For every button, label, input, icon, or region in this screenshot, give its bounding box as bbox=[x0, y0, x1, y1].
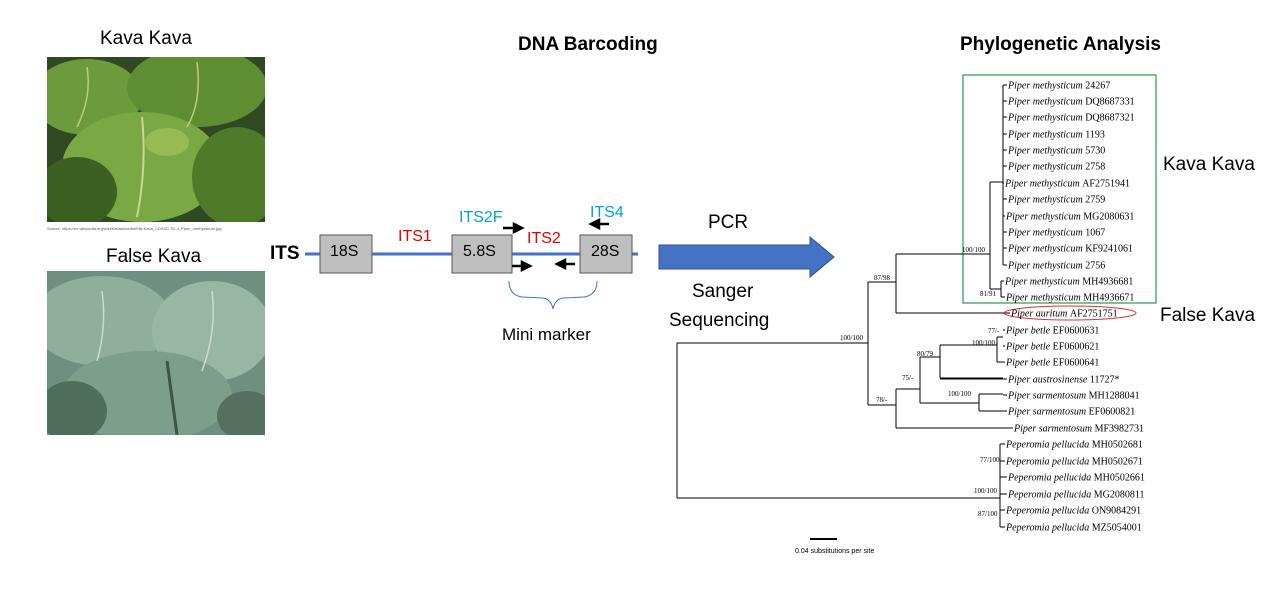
taxon-label: Peperomia pellucida MH0502681 bbox=[1005, 440, 1143, 451]
taxon-label: Piper betle EF0600641 bbox=[1005, 358, 1099, 369]
support-kava-sub: 81/91 bbox=[980, 290, 996, 298]
region-its2-label: ITS2 bbox=[527, 230, 561, 247]
region-18s-box bbox=[319, 234, 373, 274]
pcr-arrow bbox=[658, 236, 835, 279]
taxon-label: Piper methysticum 2758 bbox=[1007, 162, 1105, 173]
support-sarm-pair: 100/100 bbox=[948, 390, 971, 398]
taxon-label: Peperomia pellucida MG2080811 bbox=[1007, 490, 1144, 501]
kava-clade-box bbox=[962, 74, 1157, 304]
taxon-label: Peperomia pellucida MH0502671 bbox=[1005, 457, 1143, 468]
support-betle-top: 77/- bbox=[988, 327, 1000, 335]
taxon-label: Piper methysticum 1067 bbox=[1007, 228, 1105, 239]
support-pep-b: 100/100 bbox=[974, 487, 997, 495]
support-values: 100/100 87/98 100/100 81/91 78/- 75/- 80… bbox=[840, 246, 1000, 518]
kava-kava-photo bbox=[47, 57, 265, 222]
false-kava-title: False Kava bbox=[106, 246, 202, 267]
region-58s-box bbox=[451, 234, 513, 274]
taxon-label: Piper methysticum 5730 bbox=[1007, 146, 1105, 157]
taxon-label: Piper methysticum 1193 bbox=[1007, 130, 1105, 141]
taxon-label: Piper methysticum DQ8687321 bbox=[1007, 113, 1135, 124]
taxon-label: Piper methysticum 24267 bbox=[1007, 81, 1110, 92]
sanger-label-line1: Sanger bbox=[692, 281, 754, 302]
kava-kava-title: Kava Kava bbox=[100, 28, 192, 49]
scale-label: 0.04 substitutions per site bbox=[795, 548, 874, 555]
tree-branches bbox=[676, 84, 1013, 528]
taxon-label: Piper betle EF0600621 bbox=[1005, 342, 1099, 353]
support-pep-c: 87/100 bbox=[978, 510, 998, 518]
taxon-label: Piper sarmentosum MH1288041 bbox=[1007, 391, 1140, 402]
taxon-label: Peperomia pellucida MZ5054001 bbox=[1005, 523, 1142, 534]
photo-source-caption: Source: https://en.wikipedia.org/wiki/Ka… bbox=[47, 226, 222, 231]
its-diagram bbox=[305, 217, 638, 310]
kava-kava-clade-label: Kava Kava bbox=[1163, 154, 1255, 175]
support-root: 100/100 bbox=[840, 334, 863, 342]
taxon-label: Piper methysticum MG2080631 bbox=[1005, 212, 1134, 223]
support-betle-pair: 100/100 bbox=[972, 339, 995, 347]
taxon-label: Peperomia pellucida ON9084291 bbox=[1005, 506, 1141, 517]
taxon-label: Piper methysticum MH4936681 bbox=[1004, 277, 1133, 288]
primer-its2f-label: ITS2F bbox=[459, 209, 503, 226]
mini-marker-brace bbox=[508, 280, 598, 310]
mini-marker-label: Mini marker bbox=[502, 325, 591, 344]
region-28s-label: 28S bbox=[591, 243, 620, 260]
sanger-label-line2: Sequencing bbox=[669, 310, 770, 331]
region-its1-label: ITS1 bbox=[398, 228, 432, 245]
support-pep-a: 77/100 bbox=[980, 456, 1000, 464]
phylogenetic-analysis-title: Phylogenetic Analysis bbox=[960, 34, 1161, 55]
region-28s-box bbox=[579, 234, 633, 274]
support-betle-sarm: 75/- bbox=[902, 374, 914, 382]
support-kava-clade: 100/100 bbox=[962, 246, 985, 254]
taxon-label: Piper austrosinense 11727* bbox=[1007, 375, 1120, 386]
taxon-label: Piper auritum AF2751751 bbox=[1010, 309, 1118, 320]
pcr-label: PCR bbox=[708, 212, 749, 233]
region-58s-label: 5.8S bbox=[463, 243, 496, 260]
auritum-highlight-oval bbox=[1003, 305, 1137, 321]
taxon-label: Piper methysticum DQ8687331 bbox=[1007, 97, 1135, 108]
support-betle-aus: 80/79 bbox=[917, 350, 933, 358]
support-piper-auritum: 87/98 bbox=[874, 274, 890, 282]
false-kava-photo bbox=[47, 271, 265, 435]
dna-barcoding-title: DNA Barcoding bbox=[518, 34, 658, 55]
taxon-label: Peperomia pellucida MH0502661 bbox=[1007, 473, 1145, 484]
taxon-label: Piper methysticum AF2751941 bbox=[1004, 179, 1130, 190]
region-18s-label: 18S bbox=[330, 243, 359, 260]
taxon-label: Piper methysticum 2759 bbox=[1007, 195, 1105, 206]
taxon-label: Piper methysticum 2756 bbox=[1007, 261, 1105, 272]
taxon-label: Piper methysticum MH4936671 bbox=[1005, 293, 1134, 304]
support-betle-group: 78/- bbox=[876, 396, 888, 404]
taxon-label: Piper sarmentosum EF0600821 bbox=[1007, 407, 1135, 418]
taxon-label: Piper betle EF0600631 bbox=[1005, 326, 1099, 337]
taxon-label: Piper sarmentosum MF3982731 bbox=[1013, 424, 1144, 435]
its-label: ITS bbox=[270, 243, 300, 264]
primer-its4-label: ITS4 bbox=[590, 204, 624, 221]
taxon-label: Piper methysticum KF9241061 bbox=[1007, 244, 1133, 255]
false-kava-label: False Kava bbox=[1160, 305, 1256, 326]
